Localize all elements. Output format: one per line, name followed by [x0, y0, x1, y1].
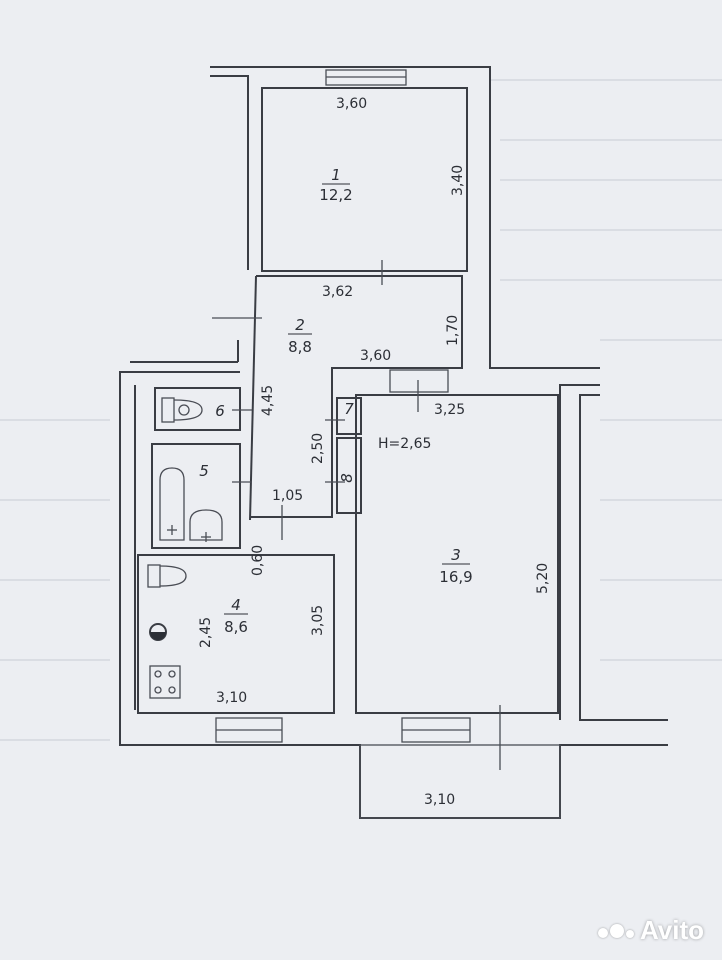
room-1-area: 12,2: [319, 186, 352, 204]
room-4: [137, 505, 335, 743]
avito-logo-icon: [597, 923, 634, 938]
room-1-depth: 3,40: [450, 165, 466, 196]
paper-grid: [0, 79, 722, 741]
room-5: [151, 443, 252, 549]
room-4-width: 3,10: [216, 690, 247, 706]
room-3-width: 3,25: [434, 402, 465, 418]
room-4-top: 0,60: [250, 545, 266, 576]
room-3-number: 3: [451, 546, 461, 564]
balcony: [359, 744, 561, 819]
corridor-width: 1,05: [272, 488, 303, 504]
avito-watermark-text: Avito: [639, 915, 704, 945]
room-2-area: 8,8: [288, 338, 312, 356]
balcony-width: 3,10: [424, 792, 455, 808]
room-2-side: 1,70: [445, 315, 461, 346]
room-5-number: 5: [199, 462, 209, 480]
room-8-number: 8: [338, 473, 356, 483]
room-4-left: 2,45: [198, 617, 214, 648]
room-7-8: [325, 397, 362, 514]
room-6: [154, 387, 252, 431]
room-1-width: 3,60: [336, 96, 367, 112]
room-4-depth: 3,05: [310, 605, 326, 636]
room-2: [212, 260, 463, 521]
room-1-number: 1: [331, 166, 341, 184]
avito-watermark: Avito: [597, 915, 704, 946]
room-3-area: 16,9: [439, 568, 472, 586]
room-4-number: 4: [231, 596, 241, 614]
room-2-bottom: 3,60: [360, 348, 391, 364]
room-3: [355, 369, 559, 770]
room-2-number: 2: [295, 316, 305, 334]
room-8-depth: 2,50: [310, 433, 326, 464]
room-3-height: H=2,65: [378, 436, 431, 452]
room-2-depth: 4,45: [260, 385, 276, 416]
room-1: [261, 69, 468, 272]
room-7-number: 7: [344, 400, 354, 418]
room-6-number: 6: [215, 402, 225, 420]
room-4-area: 8,6: [224, 618, 248, 636]
room-2-width: 3,62: [322, 284, 353, 300]
room-3-depth: 5,20: [535, 563, 551, 594]
